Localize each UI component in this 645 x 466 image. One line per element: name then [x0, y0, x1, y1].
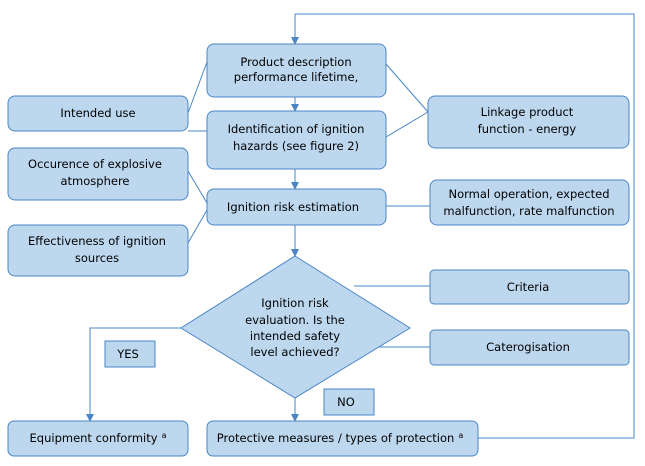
connectors [86, 13, 635, 439]
equipment-conformity-footnote: a [162, 431, 167, 440]
svg-text:Caterogisation: Caterogisation [486, 340, 570, 354]
normal-operation-line-2: malfunction, rate malfunction [443, 204, 614, 218]
product-description-line-1: Product description [240, 55, 351, 69]
evaluation-diamond: Ignition risk evaluation. Is the intende… [180, 255, 411, 399]
product-description-line-2: performance lifetime, [234, 70, 358, 84]
linkage-line-1: Linkage product [481, 105, 574, 119]
no-tag: NO [323, 388, 375, 416]
svg-text:Ignition risk: Ignition risk [261, 296, 329, 310]
explosive-atmosphere-box: Occurence of explosive atmosphere [7, 147, 189, 201]
svg-text:malfunction, rate malfunction: malfunction, rate malfunction [443, 204, 614, 218]
evaluation-line-3: intended safety [250, 329, 340, 343]
svg-text:hazards (see figure 2): hazards (see figure 2) [233, 139, 359, 153]
intended-use-label: Intended use [60, 106, 135, 120]
protective-measures-footnote: a [458, 431, 463, 440]
product-description-box: Product description performance lifetime… [206, 43, 387, 98]
svg-text:Product description: Product description [240, 55, 351, 69]
normal-operation-box: Normal operation, expected malfunction, … [429, 179, 630, 226]
evaluation-line-4: level achieved? [250, 345, 339, 359]
risk-estimation-label: Ignition risk estimation [227, 200, 359, 214]
svg-text:atmosphere: atmosphere [61, 174, 130, 188]
protective-measures-label: Protective measures / types of protectio… [217, 431, 455, 445]
categorisation-label: Caterogisation [486, 340, 570, 354]
equipment-conformity-box: Equipment conformity a [7, 420, 189, 457]
effectiveness-box: Effectiveness of ignition sources [7, 224, 189, 277]
intended-use-box: Intended use [7, 95, 189, 132]
svg-text:Effectiveness of ignition: Effectiveness of ignition [28, 234, 166, 248]
svg-text:Identification of ignition: Identification of ignition [228, 122, 365, 136]
explosive-atmosphere-line-2: atmosphere [61, 174, 130, 188]
svg-text:Intended use: Intended use [60, 106, 135, 120]
svg-text:Protective measures / types of: Protective measures / types of protectio… [217, 431, 464, 445]
criteria-label: Criteria [507, 280, 550, 294]
svg-text:intended safety: intended safety [250, 329, 340, 343]
equipment-conformity-label: Equipment conformity [30, 431, 158, 445]
evaluation-line-2: evaluation. Is the [245, 313, 345, 327]
svg-text:level achieved?: level achieved? [250, 345, 339, 359]
evaluation-line-1: Ignition risk [261, 296, 329, 310]
svg-text:Ignition risk estimation: Ignition risk estimation [227, 200, 359, 214]
svg-text:function - energy: function - energy [478, 122, 577, 136]
svg-text:performance lifetime,: performance lifetime, [234, 70, 358, 84]
svg-text:Criteria: Criteria [507, 280, 550, 294]
protective-measures-box: Protective measures / types of protectio… [206, 420, 479, 457]
svg-text:sources: sources [75, 251, 119, 265]
no-label: NO [337, 395, 355, 409]
linkage-line-2: function - energy [478, 122, 577, 136]
normal-operation-line-1: Normal operation, expected [448, 187, 609, 201]
svg-text:Linkage product: Linkage product [481, 105, 574, 119]
risk-estimation-box: Ignition risk estimation [206, 188, 387, 226]
svg-text:Occurence of explosive: Occurence of explosive [28, 157, 162, 171]
yes-tag: YES [104, 340, 156, 368]
svg-text:Normal operation, expected: Normal operation, expected [448, 187, 609, 201]
identification-line-1: Identification of ignition [228, 122, 365, 136]
svg-text:YES: YES [116, 347, 139, 361]
identification-line-2: hazards (see figure 2) [233, 139, 359, 153]
criteria-box: Criteria [429, 269, 630, 305]
yes-label: YES [116, 347, 139, 361]
svg-text:evaluation. Is the: evaluation. Is the [245, 313, 345, 327]
svg-text:NO: NO [337, 395, 355, 409]
linkage-box: Linkage product function - energy [427, 95, 630, 149]
explosive-atmosphere-line-1: Occurence of explosive [28, 157, 162, 171]
identification-box: Identification of ignition hazards (see … [206, 110, 387, 170]
effectiveness-line-1: Effectiveness of ignition [28, 234, 166, 248]
effectiveness-line-2: sources [75, 251, 119, 265]
categorisation-box: Caterogisation [429, 329, 630, 366]
